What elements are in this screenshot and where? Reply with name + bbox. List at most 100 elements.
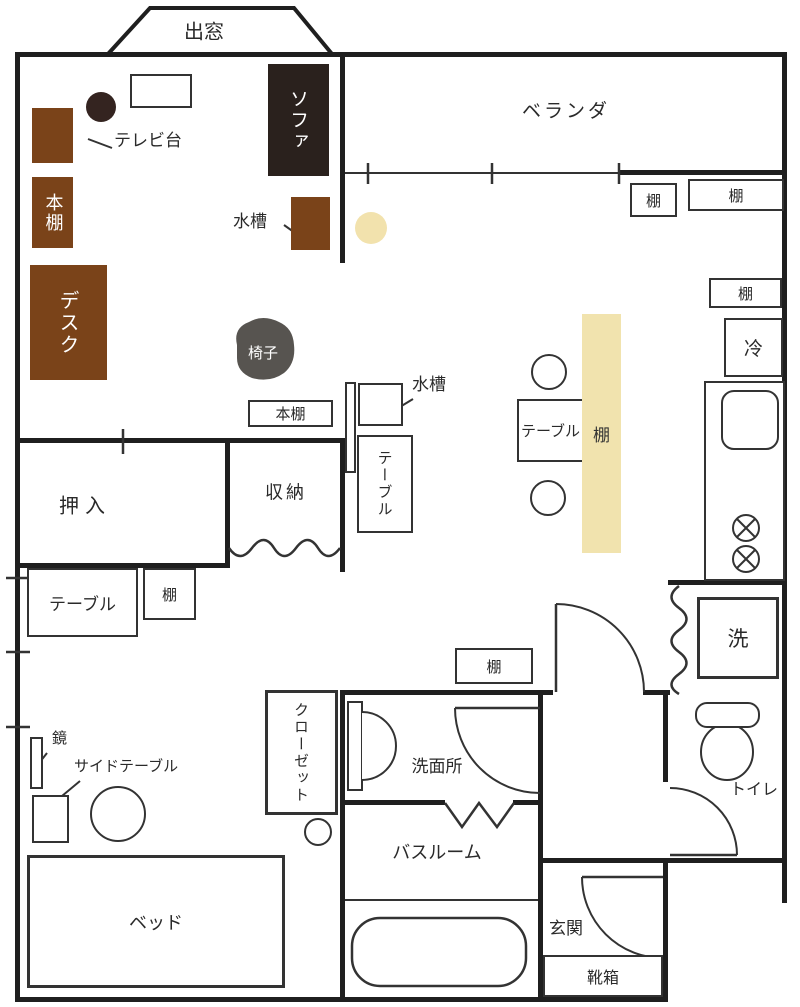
shuno-curtain-wave [227,538,341,558]
closet-box: クローゼット [265,690,338,815]
kitchen-side-table-label: テーブル [375,450,394,518]
aquarium-sofa-box [291,197,330,250]
bed-label: ベッド [129,912,183,934]
wall-hall-left [538,690,543,1002]
dining-table-label: テーブル [520,422,581,440]
bookshelf-left-box: 本棚 [32,177,73,248]
wall-washroom-bottom-right [513,800,543,805]
shelf-kitchen-label: 棚 [737,284,753,303]
label-tv-stand: テレビ台 [114,131,182,151]
toilet-tank [695,702,760,728]
tv-stand-pointer-line [87,138,113,149]
wall-genkan-top [543,858,787,863]
washroom-door-arc [454,707,541,794]
wall-mainroom-bottom-right [643,690,670,695]
label-bathroom: バスルーム [392,842,482,864]
kitchen-side-table-box: テーブル [357,435,413,533]
bookshelf-left-label: 本棚 [42,192,64,233]
bedroom-table-box: テーブル [27,568,138,637]
label-mirror: 鏡 [52,729,68,747]
label-side-table: サイドテーブル [74,757,179,775]
shelf-balcony-2-box: 棚 [688,179,784,211]
shelf-kitchen-box: 棚 [709,278,782,308]
label-aquarium-sofa: 水槽 [233,212,267,232]
shelf-balcony-2-label: 棚 [728,186,744,205]
shelf-balcony-1-box: 棚 [630,183,677,217]
desk-label: デスク [56,289,80,356]
aquarium-mid-box [358,383,403,426]
tv-stand-box [32,108,73,163]
washbasin-bowl [361,711,397,781]
shelf-hall-box: 棚 [455,648,533,684]
wall-oshiire-top [15,438,345,443]
dark-plant-circle [86,92,116,122]
wall-toilet-left [663,690,668,782]
bedroom-shelf-label: 棚 [161,585,177,604]
wall-kitchen-laundry [668,580,787,585]
closet-side-circle [304,818,332,846]
shelf-strip-label: 棚 [593,426,610,446]
desk-box: デスク [30,265,107,380]
laundry-curtain-wave [670,584,688,696]
bookshelf-mid-label: 本棚 [275,405,306,423]
partition-strip [345,382,356,473]
tv-rect [130,74,192,108]
shelf-strip-box: 棚 [582,314,621,553]
wall-washroom-bottom-left [340,800,445,805]
bathroom-folding-door [443,800,516,830]
bathtub [350,916,528,988]
closet-label: クローゼット [292,701,310,804]
shelf-hall-label: 棚 [486,657,502,676]
wall-bedroom-right [340,690,345,1002]
toilet-bowl [700,723,754,781]
burner-cross-2b [736,549,756,569]
washbasin-counter [347,701,363,791]
dining-chair-1 [531,354,567,390]
bedroom-shelf-box: 棚 [143,568,196,620]
label-washroom: 洗面所 [411,757,463,778]
fridge-box: 冷 [724,318,783,377]
dining-chair-2 [530,480,566,516]
bookshelf-mid-box: 本棚 [248,400,333,427]
wall-balcony-bottom [619,170,787,175]
wall-top [15,52,787,57]
bed-box: ベッド [27,855,285,988]
label-bay-window: 出窓 [184,19,224,44]
main-room-door-arc [555,603,645,693]
washer-label: 洗 [727,627,749,651]
entrance-door-arc [581,876,664,959]
label-oshiire: 押入 [59,493,111,518]
bay-window-outline [106,6,334,56]
sofa-label: ソファ [287,88,309,152]
burner-cross-1b [736,518,756,538]
mirror-box [30,737,43,789]
wall-genkan-right [663,858,668,1002]
label-shuno: 収納 [265,482,307,504]
shoe-box: 靴箱 [543,955,663,997]
washer-box: 洗 [697,597,779,679]
dining-table-box: テーブル [517,399,584,462]
label-aquarium-mid: 水槽 [412,375,446,395]
bedroom-stool [90,786,146,842]
label-veranda: ベランダ [521,100,611,123]
shoe-box-label: 靴箱 [586,968,619,987]
label-genkan: 玄関 [549,919,583,940]
sofa-box: ソファ [268,64,329,176]
wall-shuno-right [340,438,345,572]
wall-left [15,52,20,1002]
shelf-balcony-1-label: 棚 [645,191,661,210]
bedroom-table-label: テーブル [49,595,116,615]
side-table-box [32,795,69,843]
cream-circle [355,212,387,244]
label-toilet: トイレ [729,779,779,799]
fridge-label: 冷 [743,338,763,360]
wall-oshiire-right [225,438,230,568]
wall-balcony-left [340,52,345,263]
kitchen-sink [721,390,779,450]
toilet-door-arc [669,787,738,856]
label-desk-chair: 椅子 [247,344,279,363]
wall-mainroom-bottom-left [340,690,553,695]
desk-chair-blob [236,318,295,380]
